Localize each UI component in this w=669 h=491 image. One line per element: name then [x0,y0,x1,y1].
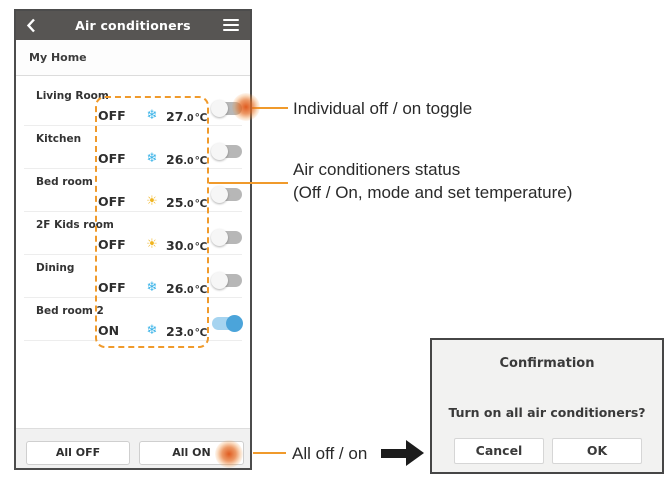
dialog-title: Confirmation [499,356,595,371]
annotation-all: All off / on [292,444,368,463]
room-power-toggle[interactable] [211,229,242,246]
dialog-message: Turn on all air conditioners? [448,405,646,420]
connector-line-all [253,452,286,454]
room-list: Living Room OFF ❄ 27.0℃ Kitchen OFF ❄ 26… [16,76,250,341]
hamburger-menu-button[interactable] [223,19,239,32]
snowflake-icon: ❄ [146,108,158,123]
room-status: OFF ❄ 26.0℃ [98,149,207,168]
room-name: Bed room 2 [36,305,104,317]
connector-line-toggle [252,107,288,109]
all-off-button[interactable]: All OFF [26,441,130,465]
set-temperature: 25.0℃ [166,195,208,210]
home-label: My Home [16,40,250,76]
room-name: Bed room [36,176,93,188]
power-status-label: OFF [98,194,126,209]
page-title: Air conditioners [75,18,191,33]
room-power-toggle[interactable] [211,272,242,289]
footer-bar: All OFF All ON [16,428,250,468]
back-button[interactable] [26,18,40,33]
annotation-status-line2: (Off / On, mode and set temperature) [293,183,573,202]
room-row[interactable]: Living Room OFF ❄ 27.0℃ [24,83,242,126]
room-row[interactable]: Bed room OFF ☀ 25.0℃ [24,169,242,212]
cancel-button[interactable]: Cancel [454,438,544,464]
connector-line-status [209,182,288,184]
annotation-status: Air conditioners status (Off / On, mode … [293,158,572,204]
chevron-left-icon [26,18,35,33]
power-status-label: OFF [98,237,126,252]
power-status-label: OFF [98,151,126,166]
hamburger-icon [223,19,239,22]
set-temperature: 27.0℃ [166,109,208,124]
room-status: OFF ❄ 27.0℃ [98,106,207,125]
phone-frame: Air conditioners My Home Living Room OFF… [14,9,252,470]
set-temperature: 30.0℃ [166,238,208,253]
snowflake-icon: ❄ [146,323,158,338]
power-status-label: OFF [98,280,126,295]
room-status: OFF ❄ 26.0℃ [98,278,207,297]
room-name: Kitchen [36,133,82,145]
room-power-toggle[interactable] [212,315,243,332]
snowflake-icon: ❄ [146,280,158,295]
room-status: OFF ☀ 25.0℃ [98,192,207,211]
arrow-right-icon [381,440,425,466]
snowflake-icon: ❄ [146,151,158,166]
room-status: ON ❄ 23.0℃ [98,321,207,340]
room-row[interactable]: Bed room 2 ON ❄ 23.0℃ [24,298,243,341]
sun-icon: ☀ [146,194,158,209]
sun-icon: ☀ [146,237,158,252]
room-name: Dining [36,262,75,274]
set-temperature: 23.0℃ [166,324,208,339]
room-power-toggle[interactable] [211,100,242,117]
room-power-toggle[interactable] [211,186,242,203]
power-status-label: OFF [98,108,126,123]
room-row[interactable]: Dining OFF ❄ 26.0℃ [24,255,242,298]
power-status-label: ON [98,323,120,338]
room-name: 2F Kids room [36,219,114,231]
app-header: Air conditioners [16,11,250,40]
room-power-toggle[interactable] [211,143,242,160]
annotation-toggle: Individual off / on toggle [293,99,473,118]
all-on-button[interactable]: All ON [139,441,244,465]
ok-button[interactable]: OK [552,438,642,464]
room-name: Living Room [36,90,109,102]
room-status: OFF ☀ 30.0℃ [98,235,207,254]
annotation-status-line1: Air conditioners status [293,160,461,179]
room-row[interactable]: Kitchen OFF ❄ 26.0℃ [24,126,242,169]
set-temperature: 26.0℃ [166,152,208,167]
room-row[interactable]: 2F Kids room OFF ☀ 30.0℃ [24,212,242,255]
set-temperature: 26.0℃ [166,281,208,296]
confirmation-dialog: Confirmation Turn on all air conditioner… [430,338,664,474]
